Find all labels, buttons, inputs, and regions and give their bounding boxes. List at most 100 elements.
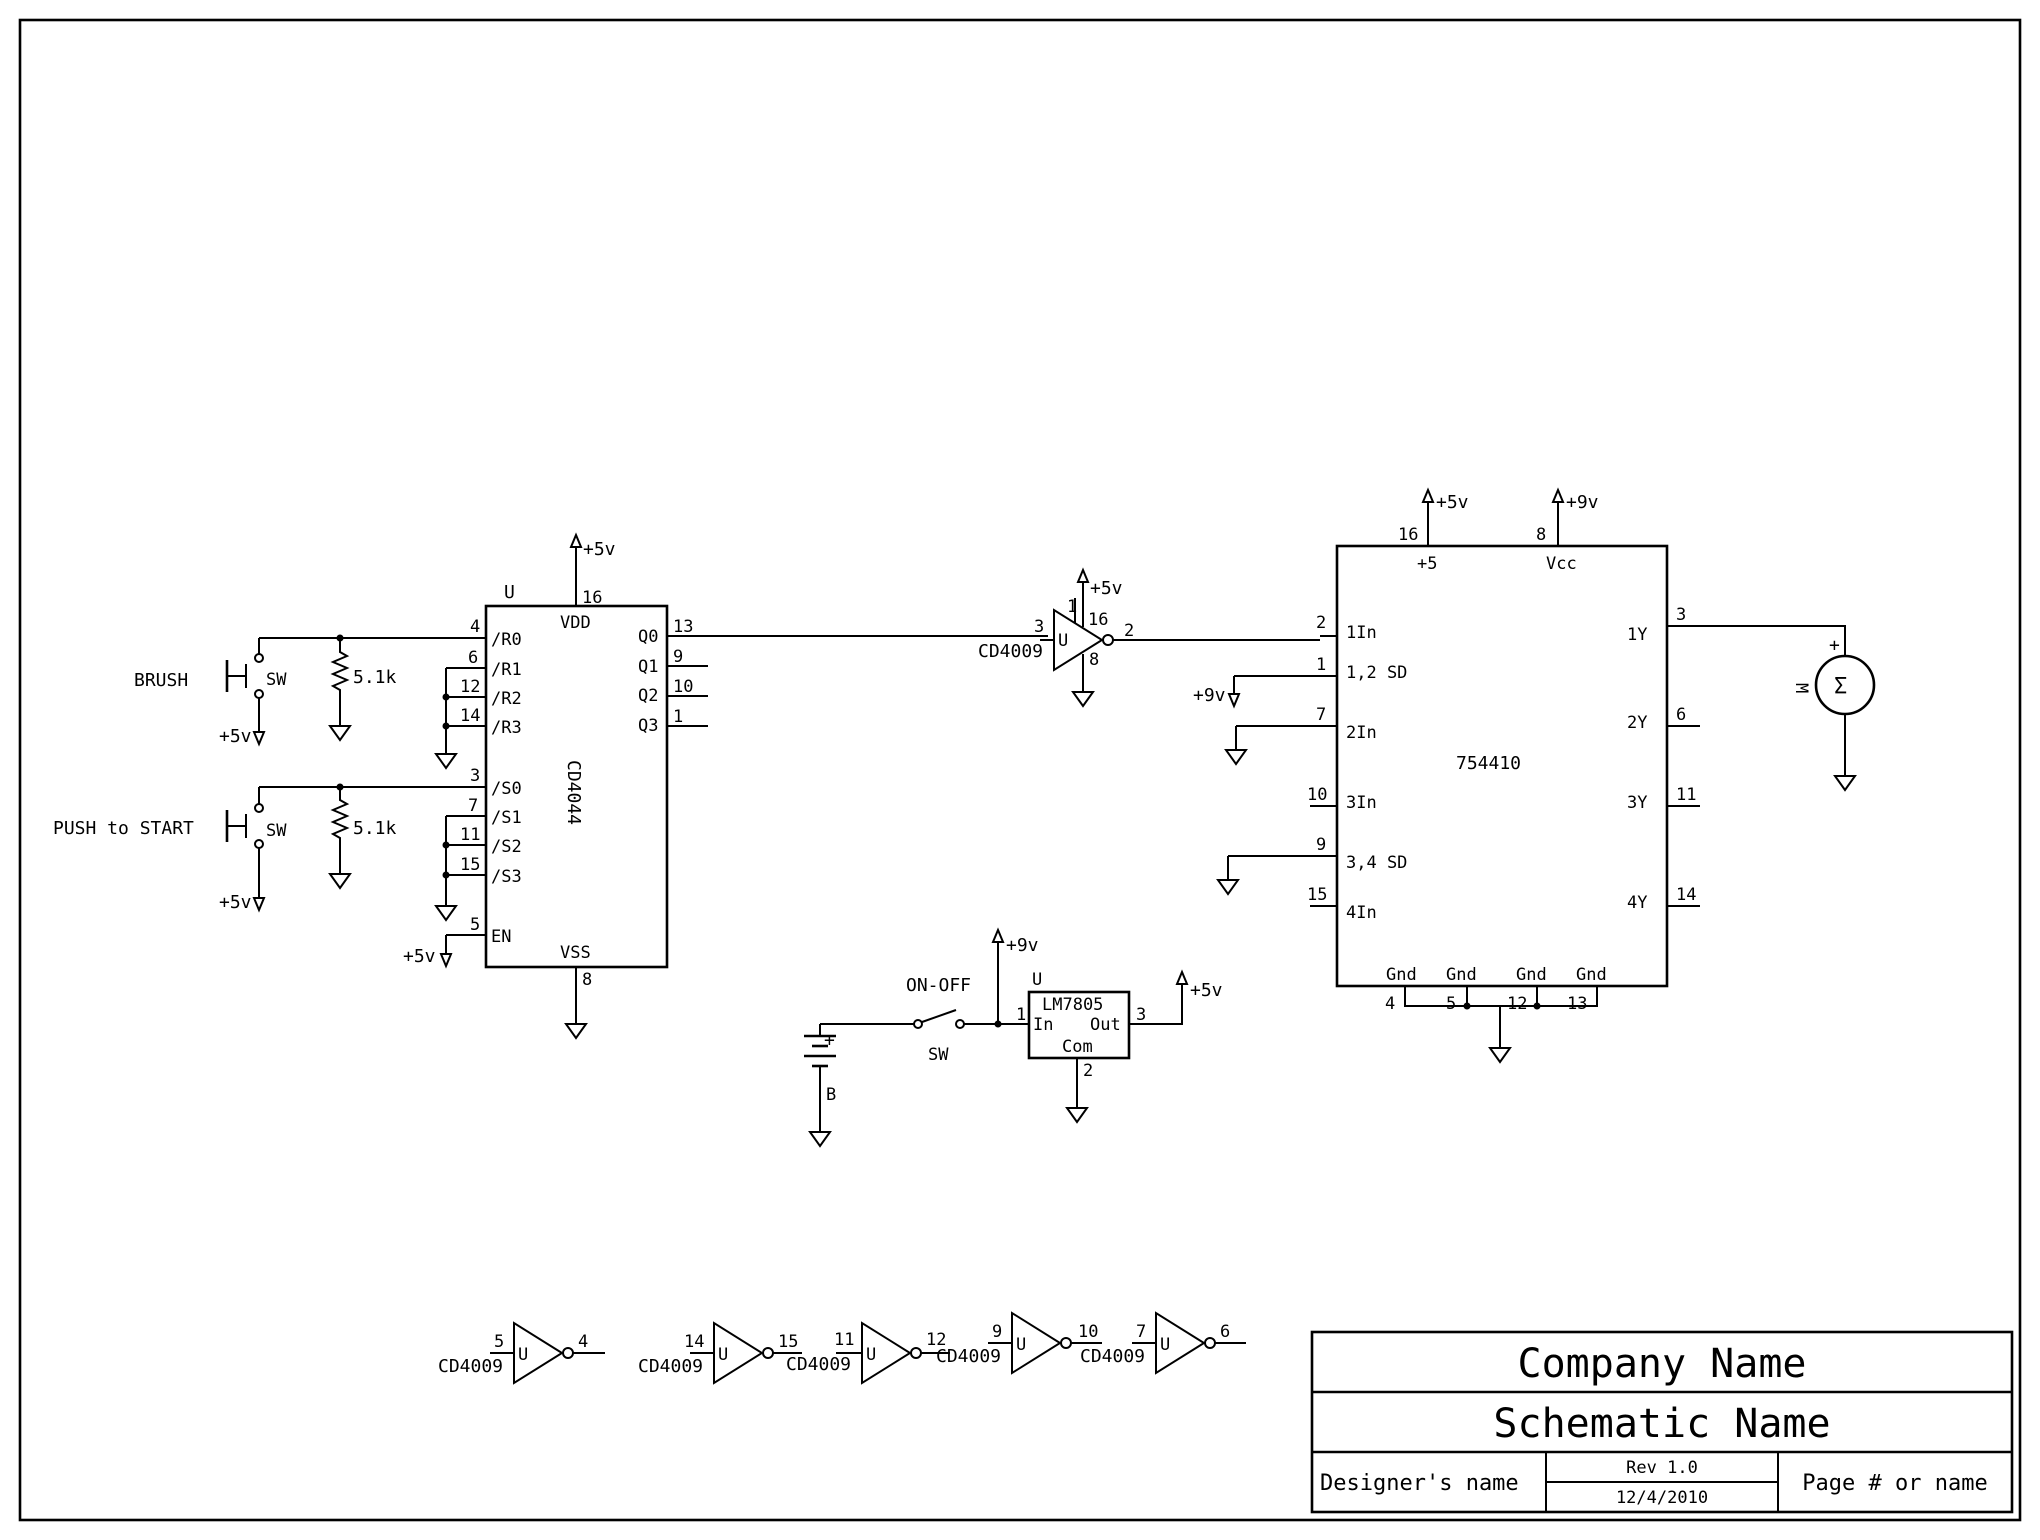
spare-inverter-3: U CD4009 11 12: [786, 1321, 950, 1385]
brush-label: BRUSH: [134, 670, 188, 691]
spare-inverter-2-pin-in: 14: [684, 1332, 704, 1352]
l754410-y3-label: 3Y: [1627, 793, 1647, 813]
l754410-vplus-label: +5: [1417, 554, 1437, 574]
cd4044-en-supply: +5v: [403, 946, 436, 967]
lm7805-ref: U: [1032, 970, 1042, 990]
l754410-name: 754410: [1456, 753, 1521, 774]
cd4044-s2-label: /S2: [491, 837, 522, 857]
spare-inverter-1-ref: U: [518, 1345, 528, 1365]
cd4044-q3-pin: 1: [673, 707, 683, 727]
spare-inverter-2-ref: U: [718, 1345, 728, 1365]
battery: + B: [804, 1023, 914, 1147]
l754410-y4-label: 4Y: [1627, 893, 1647, 913]
spare-inverter-4-pin-in: 9: [992, 1322, 1002, 1342]
l754410-y1-pin: 3: [1676, 605, 1686, 625]
l754410-gnd1-label: Gnd: [1386, 965, 1417, 985]
title-block: Company Name Schematic Name Designer's n…: [1310, 1330, 2014, 1514]
motor-plus: +: [1829, 635, 1840, 656]
main-inverter-pin-in: 3: [1034, 617, 1044, 637]
cd4044-s1-pin: 7: [468, 796, 478, 816]
cd4044-q0-pin: 13: [673, 617, 693, 637]
start-switch-ref: SW: [266, 821, 287, 841]
cd4044-r3-label: /R3: [491, 718, 522, 738]
main-inverter: U CD4009 3 2 +5v 1 16 8: [978, 569, 1320, 707]
brush-resistor-value: 5.1k: [353, 667, 397, 688]
l754410-vcc-supply: +9v: [1566, 492, 1599, 513]
company-name: Company Name: [1518, 1341, 1807, 1387]
l754410-gnd2-label: Gnd: [1446, 965, 1477, 985]
cd4044-r3-pin: 14: [460, 706, 480, 726]
cd4044-ref: U: [504, 582, 515, 603]
cd4044-r1-pin: 6: [468, 648, 478, 668]
spare-inverter-1-pin-in: 5: [494, 1332, 504, 1352]
schematic-name: Schematic Name: [1493, 1401, 1830, 1447]
battery-plus: +: [824, 1030, 835, 1051]
start-resistor-value: 5.1k: [353, 818, 397, 839]
brush-resistor: 5.1k: [329, 634, 397, 741]
spare-inverter-2-pin-out: 15: [778, 1332, 798, 1352]
cd4044-r0-label: /R0: [491, 630, 522, 650]
spare-inverter-5: U CD4009 7 6: [1080, 1311, 1246, 1375]
cd4044-q1-label: Q1: [638, 657, 658, 677]
l754410-sd12-supply: +9v: [1193, 685, 1226, 706]
sheet-border: [18, 18, 2022, 1522]
l754410-gnd1-pin: 4: [1385, 994, 1395, 1014]
main-inverter-pin-vdd-b: 16: [1088, 610, 1108, 630]
l754410-in3-pin: 10: [1307, 785, 1327, 805]
lm7805-in-supply: +9v: [1006, 935, 1039, 956]
cd4044-s0-label: /S0: [491, 779, 522, 799]
l754410-sd34-label: 3,4 SD: [1346, 853, 1407, 873]
cd4044-q2-label: Q2: [638, 686, 658, 706]
lm7805-out-supply: +5v: [1190, 980, 1223, 1001]
cd4044-chip: U CD4044 VDD VSS +5v 16 8 /R0 /R1 /R2 /R…: [403, 534, 708, 1039]
l754410-vcc-pin: 8: [1536, 525, 1546, 545]
cd4044-s2-pin: 11: [460, 825, 480, 845]
revision: Rev 1.0: [1626, 1458, 1698, 1478]
power-switch[interactable]: ON-OFF SW: [906, 975, 1029, 1065]
spare-inverter-1-part: CD4009: [438, 1356, 503, 1377]
l754410-vplus-supply: +5v: [1436, 492, 1469, 513]
spare-inverter-2-part: CD4009: [638, 1356, 703, 1377]
motor: + Σ M: [1700, 625, 1876, 791]
l754410-in1-label: 1In: [1346, 623, 1377, 643]
spare-inverter-3-pin-out: 12: [926, 1330, 946, 1350]
lm7805-regulator: +9v U LM7805 In Out Com 1 +5v 3 2: [992, 929, 1223, 1123]
l754410-in4-label: 4In: [1346, 903, 1377, 923]
main-inverter-pin-out: 2: [1124, 621, 1134, 641]
l754410-y2-label: 2Y: [1627, 713, 1647, 733]
l754410-in1-pin: 2: [1316, 613, 1326, 633]
cd4044-vss-pin: 8: [582, 970, 592, 990]
lm7805-in-label: In: [1033, 1015, 1053, 1035]
start-label: PUSH to START: [53, 818, 194, 839]
spare-inverter-3-part: CD4009: [786, 1354, 851, 1375]
l754410-sd12-label: 1,2 SD: [1346, 663, 1407, 683]
cd4044-vdd-pin: 16: [582, 588, 602, 608]
power-switch-ref: SW: [928, 1045, 949, 1065]
l754410-gnd3-label: Gnd: [1516, 965, 1547, 985]
cd4044-name: CD4044: [563, 760, 584, 825]
spare-inverter-4-part: CD4009: [936, 1346, 1001, 1367]
start-switch: PUSH to START SW +5v: [53, 786, 446, 913]
l754410-y3-pin: 11: [1676, 785, 1696, 805]
motor-symbol: Σ: [1834, 674, 1847, 699]
cd4044-q0-label: Q0: [638, 627, 658, 647]
cd4044-r0-pin: 4: [470, 617, 480, 637]
cd4044-vss-label: VSS: [560, 943, 591, 963]
l754410-gnd4-label: Gnd: [1576, 965, 1607, 985]
l754410-gnd2-pin: 5: [1446, 994, 1456, 1014]
brush-supply: +5v: [219, 726, 252, 747]
start-supply: +5v: [219, 892, 252, 913]
lm7805-in-pin: 1: [1016, 1005, 1026, 1025]
cd4044-en-pin: 5: [470, 915, 480, 935]
main-inverter-pin-vdd-a: 1: [1067, 597, 1077, 617]
brush-switch-ref: SW: [266, 670, 287, 690]
l754410-sd12-pin: 1: [1316, 655, 1326, 675]
cd4044-r2-label: /R2: [491, 689, 522, 709]
l754410-y4-pin: 14: [1676, 885, 1696, 905]
lm7805-com-label: Com: [1062, 1037, 1093, 1057]
spare-inverter-5-ref: U: [1160, 1335, 1170, 1355]
l754410-in2-pin: 7: [1316, 705, 1326, 725]
lm7805-com-pin: 2: [1083, 1061, 1093, 1081]
l754410-vcc-label: Vcc: [1546, 554, 1577, 574]
